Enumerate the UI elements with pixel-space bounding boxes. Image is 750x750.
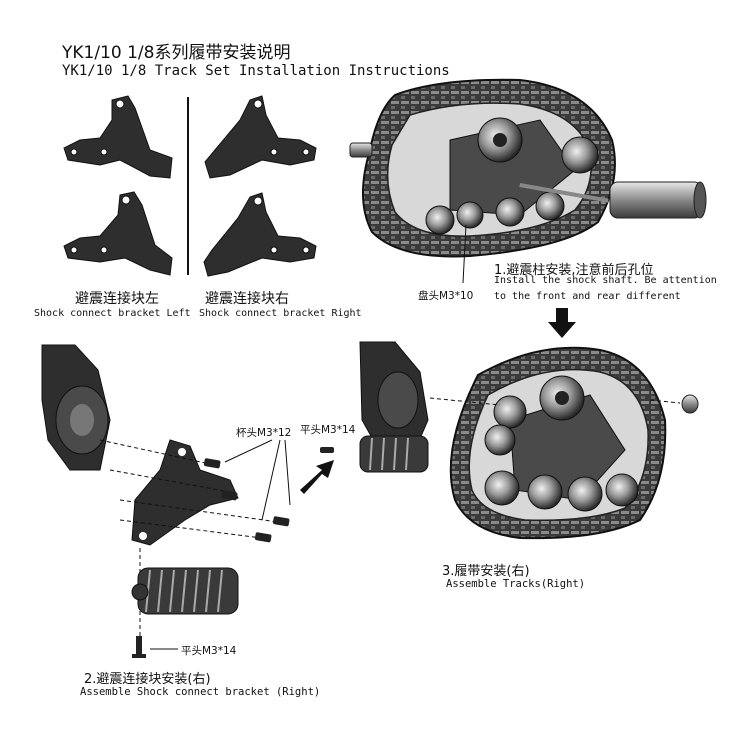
cap-leader-lines — [224, 439, 291, 521]
shock-step3-icon — [359, 435, 429, 473]
page-title: YK1/10 1/8系列履带安装说明 — [62, 43, 291, 63]
bracket-left-label-en: Shock connect bracket Left — [34, 308, 191, 319]
bracket-right-bottom-icon — [203, 192, 317, 277]
track-unit-step1-icon — [349, 78, 707, 284]
step2-title-en: Assemble Shock connect bracket (Right) — [80, 686, 321, 698]
nut-step3-icon — [649, 394, 699, 414]
shock-bracket-step2-icon — [131, 439, 239, 546]
arrow-down-icon — [548, 308, 576, 338]
arrow-right-icon — [300, 460, 334, 494]
page-subtitle: YK1/10 1/8 Track Set Installation Instru… — [62, 63, 450, 79]
track-unit-step3-icon — [429, 346, 667, 540]
step1-line2: to the front and rear different — [494, 291, 681, 302]
bracket-right-label: 避震连接块右 — [205, 291, 289, 307]
step1-line1: Install the shock shaft. Be attention — [494, 275, 717, 286]
screws-cap-icon — [203, 458, 290, 543]
step2-flat-screw-bottom-label: 平头M3*14 — [181, 645, 237, 657]
bracket-left-bottom-icon — [63, 191, 173, 276]
shock-absorber-icon — [131, 567, 239, 615]
step1-title: 1.避震柱安装,注意前后孔位 — [494, 263, 654, 278]
gearbox-step2-icon — [41, 344, 111, 471]
gearbox-step3-icon — [359, 341, 429, 453]
bracket-right-label-en: Shock connect bracket Right — [199, 308, 362, 319]
step2-flat-screw-top-label: 平头M3*14 — [300, 424, 356, 436]
step3-title: 3.履带安装(右) — [442, 564, 530, 579]
step2-cap-screw-label: 杯头M3*12 — [236, 427, 292, 439]
bottom-screw-icon — [136, 636, 142, 656]
bracket-left-top-icon — [63, 95, 173, 179]
flat-screw-step3-icon — [320, 447, 334, 453]
bracket-left-label: 避震连接块左 — [75, 291, 159, 307]
bracket-right-top-icon — [204, 95, 317, 179]
step1-screw-label: 盘头M3*10 — [418, 290, 474, 302]
step3-title-en: Assemble Tracks(Right) — [446, 578, 586, 590]
step2-title: 2.避震连接块安装(右) — [84, 672, 211, 687]
